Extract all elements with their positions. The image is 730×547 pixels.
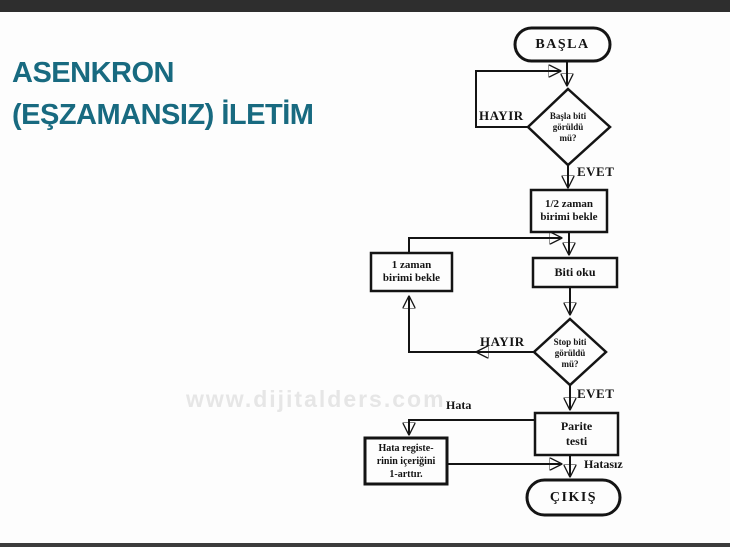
slide-title-line2: (EŞZAMANSIZ) İLETİM <box>12 99 314 131</box>
decision1-shape <box>526 87 612 167</box>
decision2-label: Stop biti görüldü mü? <box>553 336 587 369</box>
wait-one-shape <box>369 251 454 293</box>
edge-label-yes-stop: EVET <box>577 386 615 401</box>
wait-one-label: 1 zaman birimi bekle <box>382 259 441 284</box>
slide-bottom-border <box>0 543 730 547</box>
edge-label-no-start: HAYIR <box>479 108 524 123</box>
error-register-shape <box>363 436 449 486</box>
edge-label-no-stop: HAYIR <box>480 334 525 349</box>
read-bit-shape <box>531 256 619 289</box>
start-terminator-label: BAŞLA <box>535 36 590 52</box>
error-register-label: Hata registe- rinin içeriğini 1-arttır. <box>376 442 436 480</box>
wait-half-shape <box>529 188 609 234</box>
wait-half-label: 1/2 zaman birimi bekle <box>540 198 598 223</box>
exit-terminator-shape <box>525 478 622 517</box>
slide-title-line1: ASENKRON <box>12 57 174 89</box>
edge-label-error: Hata <box>446 398 472 412</box>
edge-label-yes-start: EVET <box>577 164 615 179</box>
watermark-text: www.dijitalders.com <box>186 386 446 412</box>
edge-no-loop-start <box>475 71 560 128</box>
decision2-shape <box>532 317 608 387</box>
exit-terminator-label: ÇIKIŞ <box>549 489 598 505</box>
edge-error-to-register <box>409 419 535 434</box>
edge-label-no-error: Hatasız <box>584 457 623 471</box>
edge-no-stop-to-wait-one <box>409 297 534 353</box>
decision1-label: Başla biti görüldü mü? <box>549 110 587 143</box>
parity-label: Parite testi <box>560 419 593 448</box>
slide-top-border <box>0 0 730 12</box>
start-terminator-shape <box>513 26 612 63</box>
slide-title: ASENKRON (EŞZAMANSIZ) İLETİM <box>12 52 352 136</box>
parity-shape <box>533 411 620 457</box>
read-bit-label: Biti oku <box>554 265 596 279</box>
edge-wait-one-merge <box>408 238 561 253</box>
